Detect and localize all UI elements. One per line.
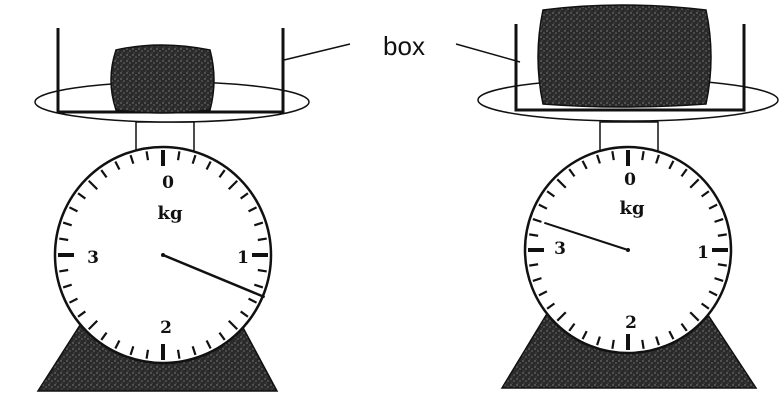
dial-label-3-right: 3 bbox=[554, 239, 566, 259]
dial-label-2-left: 2 bbox=[160, 318, 172, 338]
dial-tick-right bbox=[642, 340, 643, 349]
dial-tick-right bbox=[642, 151, 643, 160]
dial-tick-right bbox=[718, 234, 727, 235]
box-callout: box bbox=[284, 31, 520, 62]
dial-label-0-left: 0 bbox=[162, 173, 174, 193]
box-label: box bbox=[383, 31, 425, 61]
dial-tick-right bbox=[612, 340, 613, 349]
dial-label-3-left: 3 bbox=[87, 248, 99, 268]
dial-tick-left bbox=[258, 239, 267, 240]
dial-tick-left bbox=[258, 270, 267, 271]
dial-unit-left: kg bbox=[157, 203, 182, 224]
dial-tick-right bbox=[529, 234, 538, 235]
box-right bbox=[538, 5, 711, 107]
dial-tick-left bbox=[147, 350, 148, 359]
dial-unit-right: kg bbox=[619, 198, 644, 219]
callout-line-left bbox=[284, 44, 350, 60]
dial-tick-right bbox=[718, 264, 727, 265]
dial-tick-right bbox=[612, 151, 613, 160]
dial-tick-left bbox=[178, 350, 179, 359]
dial-tick-right bbox=[529, 264, 538, 265]
box-left bbox=[111, 45, 214, 113]
dial-label-2-right: 2 bbox=[625, 313, 637, 333]
dial-tick-left bbox=[178, 151, 179, 160]
callout-line-right bbox=[456, 44, 520, 62]
dial-label-1-left: 1 bbox=[237, 248, 249, 268]
dial-label-0-right: 0 bbox=[624, 170, 636, 190]
dial-tick-left bbox=[147, 151, 148, 160]
dial-tick-left bbox=[59, 239, 68, 240]
scale-left: 0 1 2 3 kg bbox=[35, 28, 309, 391]
dial-label-1-right: 1 bbox=[697, 243, 709, 263]
dial-pivot-right bbox=[626, 248, 630, 252]
dial-pivot-left bbox=[161, 253, 165, 257]
dial-tick-left bbox=[59, 270, 68, 271]
scale-right: 0 1 2 3 kg bbox=[478, 5, 778, 388]
